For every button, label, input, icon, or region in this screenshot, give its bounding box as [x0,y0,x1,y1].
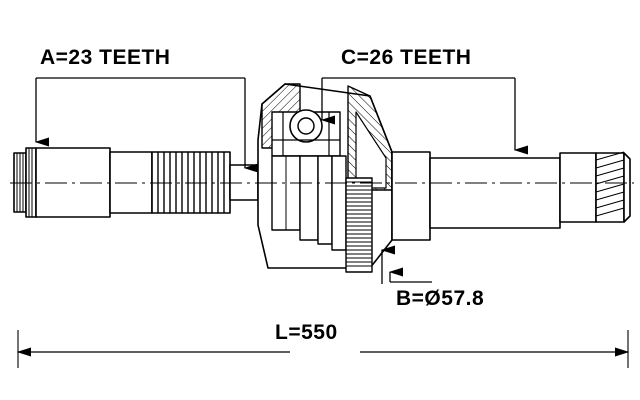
label-b-diameter: B=Ø57.8 [396,287,485,310]
joint-hatch-upper-right [347,85,393,191]
left-spline-stub [13,147,37,218]
ball-and-cage-detail [271,109,341,157]
shaft-assembly [10,83,634,273]
dimension-l-line [16,330,630,368]
label-length: L=550 [275,321,338,344]
dimension-lines [16,77,630,368]
inner-race-stack [271,155,347,251]
label-c-teeth: C=26 TEETH [341,46,472,69]
serration-band [345,177,373,273]
right-shaft [391,151,597,241]
label-a-teeth: A=23 TEETH [40,46,171,69]
right-spline-end [595,151,631,223]
dimension-b-leader [380,245,432,284]
dimension-a-leader [34,77,258,173]
dimension-c-leader [320,77,528,155]
